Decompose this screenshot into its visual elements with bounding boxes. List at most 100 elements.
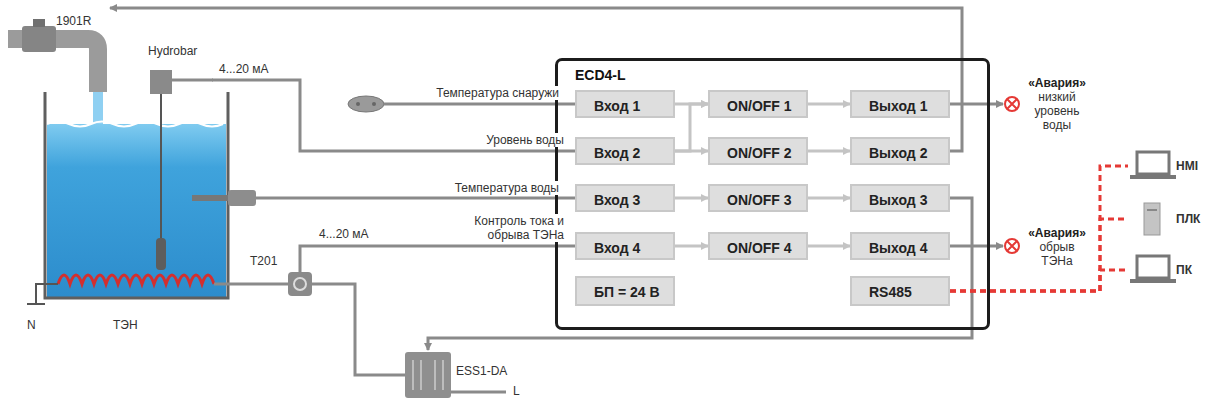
signal-arrow — [808, 150, 850, 153]
node-text: Выход 4 — [869, 241, 927, 255]
connector-label: Уровень воды — [485, 133, 565, 147]
output-block: Выход 1 — [850, 90, 950, 118]
interface-block: RS485 — [850, 276, 950, 306]
signal-arrow — [675, 197, 708, 200]
water — [47, 124, 226, 297]
wire-connector — [300, 246, 575, 272]
temperature-sensor-head — [228, 190, 256, 206]
output-block: Выход 4 — [850, 232, 950, 260]
heading-text: «Авария» — [1023, 76, 1091, 90]
signal-arrow — [808, 245, 850, 248]
node-text: RS485 — [869, 285, 912, 299]
current-transformer — [288, 272, 312, 296]
node-text: Выход 1 — [869, 99, 927, 113]
input-block: Вход 3 — [575, 184, 675, 212]
level-probe — [156, 238, 166, 270]
laptop-base — [1130, 279, 1176, 283]
water-surface — [47, 122, 223, 127]
signal-wire — [172, 79, 213, 82]
heading-text: ECD4-L — [575, 68, 626, 82]
valve-actuator — [33, 19, 45, 27]
node-text: ON/OFF 3 — [727, 193, 792, 207]
node-text: ON/OFF 1 — [727, 99, 792, 113]
signal-wire — [384, 103, 575, 106]
heading-text: «Авария» — [1023, 226, 1091, 240]
node-text: Hydrobar — [148, 44, 197, 58]
alarm-node: «Авария»обрыв ТЭНа — [1003, 226, 1093, 270]
pc-node: ПК — [1128, 254, 1212, 286]
heater-coil — [58, 275, 214, 284]
output-block: Выход 2 — [850, 137, 950, 165]
node-text: ESS1-DA — [456, 364, 507, 378]
node-text: HMI — [1176, 159, 1198, 173]
wire-connector — [950, 245, 1003, 248]
alarm-lamp — [1005, 97, 1019, 111]
plc-detail — [1147, 209, 1157, 211]
node-text: Выход 2 — [869, 146, 927, 160]
signal-label: N — [26, 318, 37, 332]
heater-coil-windings — [58, 275, 214, 284]
relay-fins — [413, 360, 443, 390]
signal-arrow — [808, 197, 850, 200]
signal-label: 4...20 мА — [218, 62, 270, 76]
power-wire — [214, 283, 288, 286]
alarm-lamp — [1005, 239, 1019, 253]
logic-block: ON/OFF 1 — [708, 90, 808, 118]
laptop-base — [1130, 175, 1176, 179]
signal-arrow — [808, 103, 850, 106]
signal-wire — [256, 197, 575, 200]
connector-label: Контроль тока и обрыва ТЭНа — [463, 214, 565, 242]
alarm-text: «Авария»низкий уровень воды — [1023, 76, 1091, 132]
controller-box: ECD4-L Вход 1 ON/OFF 1 Выход 1 Вход 2 ON/OFF … — [555, 58, 990, 330]
logic-block: ON/OFF 3 — [708, 184, 808, 212]
current-sensor-node: T201 — [248, 272, 314, 298]
node-text: БП = 24 В — [594, 285, 660, 299]
bus-line — [950, 219, 1128, 291]
signal-arrow — [675, 104, 708, 151]
node-text: низкий уровень воды — [1023, 90, 1091, 132]
valve-body — [22, 26, 56, 52]
wire-connector — [950, 103, 1003, 106]
signal-label: Температура снаружи — [435, 86, 560, 100]
plc-node: ПЛК — [1128, 202, 1212, 236]
output-block: Выход 3 — [850, 184, 950, 212]
sensor-screw — [356, 102, 360, 106]
bus-line — [950, 166, 1128, 291]
input-block: Вход 1 — [575, 90, 675, 118]
temperature-probe — [192, 195, 230, 201]
plc-icon — [1144, 203, 1160, 235]
node-text: T201 — [250, 254, 277, 268]
wire-connector — [110, 8, 962, 151]
outdoor-sensor — [348, 96, 384, 112]
level-sensor-head — [150, 70, 172, 94]
neutral-ground — [27, 284, 58, 304]
bus-line — [950, 270, 1128, 291]
node-text: ON/OFF 4 — [727, 241, 792, 255]
sensor-cable — [160, 94, 162, 240]
valve-node: 1901R — [4, 2, 110, 50]
wire-connector — [212, 80, 575, 151]
line-wire — [451, 391, 506, 394]
node-text: ON/OFF 2 — [727, 146, 792, 160]
level-sensor-node: Hydrobar — [146, 44, 212, 98]
alarm-text: «Авария»обрыв ТЭНа — [1023, 226, 1091, 268]
signal-arrow — [675, 245, 708, 248]
node-text: Вход 4 — [594, 241, 640, 255]
transformer-ring — [294, 278, 306, 290]
node-text: Вход 3 — [594, 193, 640, 207]
node-text: ПК — [1176, 263, 1192, 277]
input-block: Вход 4 — [575, 232, 675, 260]
alarm-node: «Авария»низкий уровень воды — [1003, 76, 1093, 134]
signal-label: ТЭН — [112, 318, 139, 332]
signal-label: L — [512, 384, 521, 398]
logic-block: ON/OFF 2 — [708, 137, 808, 165]
laptop-icon — [1137, 152, 1169, 174]
signal-label: Температура воды — [454, 181, 560, 195]
signal-label: 4...20 мА — [318, 227, 370, 241]
hmi-node: HMI — [1128, 150, 1212, 182]
power-block: БП = 24 В — [575, 276, 675, 306]
logic-block: ON/OFF 4 — [708, 232, 808, 260]
node-text: Вход 2 — [594, 146, 640, 160]
node-text: Вход 1 — [594, 99, 640, 113]
